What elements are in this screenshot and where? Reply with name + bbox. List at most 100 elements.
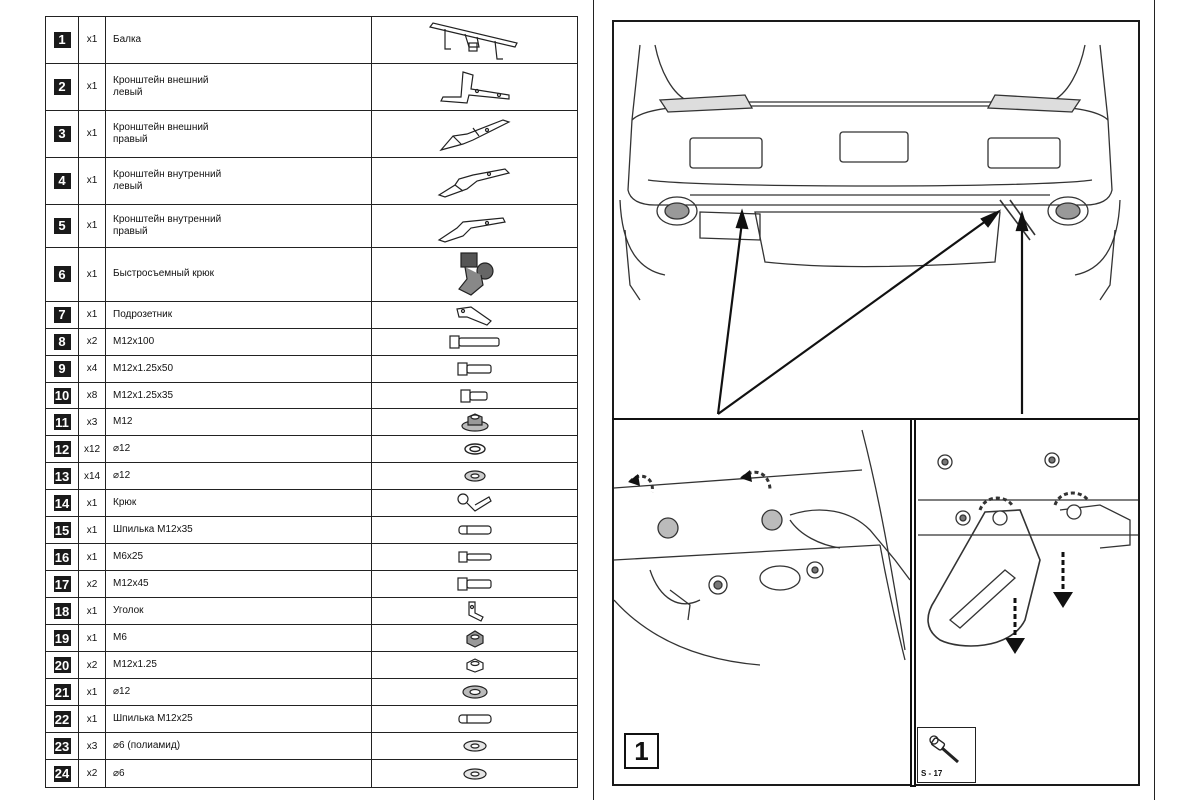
part-image-cell — [372, 517, 577, 543]
lock-nut-icon — [463, 628, 487, 648]
part-quantity: x1 — [79, 679, 106, 706]
part-quantity: x1 — [79, 63, 106, 110]
part-quantity: x1 — [79, 598, 106, 625]
detachable-hook-icon — [445, 249, 505, 299]
part-number: 3 — [53, 125, 71, 142]
part-quantity: x1 — [79, 17, 106, 63]
part-name: Крюк — [106, 490, 372, 517]
part-quantity: x2 — [79, 328, 106, 355]
part-image-cell — [372, 544, 577, 570]
part-number-cell: 16 — [46, 544, 79, 571]
part-name: M12x1.25x50 — [106, 355, 372, 382]
part-number: 8 — [53, 333, 71, 350]
washer-icon — [462, 468, 488, 484]
part-number-cell: 15 — [46, 517, 79, 544]
parts-row: 12 x12⌀12 — [46, 436, 577, 464]
part-number-cell: 4 — [46, 157, 79, 204]
part-number-cell: 23 — [46, 733, 79, 760]
part-quantity: x2 — [79, 760, 106, 788]
part-number: 21 — [53, 684, 71, 701]
part-quantity: x12 — [79, 436, 106, 463]
part-name: Кронштейн внутренний левый — [106, 157, 372, 204]
part-image-cell — [372, 598, 577, 624]
part-number-cell: 22 — [46, 706, 79, 733]
part-name: Кронштейн внешний левый — [106, 63, 372, 110]
short-bolt-icon — [458, 386, 492, 406]
small-bolt-icon — [455, 548, 495, 566]
part-name: Шпилька M12x35 — [106, 517, 372, 544]
hook-pin-icon — [455, 491, 495, 515]
part-name: Кронштейн внешний правый — [106, 110, 372, 157]
part-number-cell: 2 — [46, 63, 79, 110]
part-quantity: x1 — [79, 157, 106, 204]
part-number-cell: 1 — [46, 17, 79, 63]
socket-plate-icon — [453, 303, 497, 327]
part-number-cell: 6 — [46, 247, 79, 301]
part-number: 16 — [53, 549, 71, 566]
part-image-cell — [372, 679, 577, 705]
part-number-cell: 8 — [46, 328, 79, 355]
part-number: 5 — [53, 217, 71, 234]
part-image-cell — [372, 383, 577, 409]
part-image-cell — [372, 158, 577, 204]
bolt-icon — [455, 359, 495, 379]
part-name: ⌀6 — [106, 760, 372, 788]
part-image-cell — [372, 17, 577, 63]
part-number: 4 — [53, 172, 71, 189]
flat-washer-icon — [461, 766, 489, 782]
spring-washer-icon — [462, 441, 488, 457]
part-number-cell: 7 — [46, 301, 79, 328]
part-image-cell — [372, 733, 577, 759]
angle-bracket-icon — [463, 599, 487, 623]
part-name: Быстросъемный крюк — [106, 247, 372, 301]
part-number: 10 — [53, 387, 71, 404]
part-image-cell — [372, 356, 577, 382]
part-number: 15 — [53, 522, 71, 539]
bolt-icon — [455, 574, 495, 594]
part-name: ⌀12 — [106, 436, 372, 463]
part-number: 13 — [53, 468, 71, 485]
part-quantity: x1 — [79, 301, 106, 328]
bracket-outer-right-icon — [433, 114, 517, 154]
part-image-cell — [372, 436, 577, 462]
part-quantity: x4 — [79, 355, 106, 382]
part-image-cell — [372, 760, 577, 787]
part-number-cell: 10 — [46, 382, 79, 409]
part-number: 12 — [53, 441, 71, 458]
part-quantity: x8 — [79, 382, 106, 409]
part-number: 18 — [53, 603, 71, 620]
rear-bumper-view — [619, 44, 1121, 301]
part-number-cell: 24 — [46, 760, 79, 788]
flange-nut-icon — [460, 411, 490, 433]
bracket-inner-left-icon — [433, 161, 517, 201]
part-name: ⌀6 (полиамид) — [106, 733, 372, 760]
part-quantity: x1 — [79, 110, 106, 157]
part-number-cell: 9 — [46, 355, 79, 382]
part-name: M6 — [106, 625, 372, 652]
part-name: Подрозетник — [106, 301, 372, 328]
part-number: 1 — [53, 31, 71, 48]
part-image-cell — [372, 409, 577, 435]
part-image-cell — [372, 329, 577, 355]
part-number-cell: 12 — [46, 436, 79, 463]
part-image-cell — [372, 571, 577, 597]
part-number-cell: 20 — [46, 652, 79, 679]
